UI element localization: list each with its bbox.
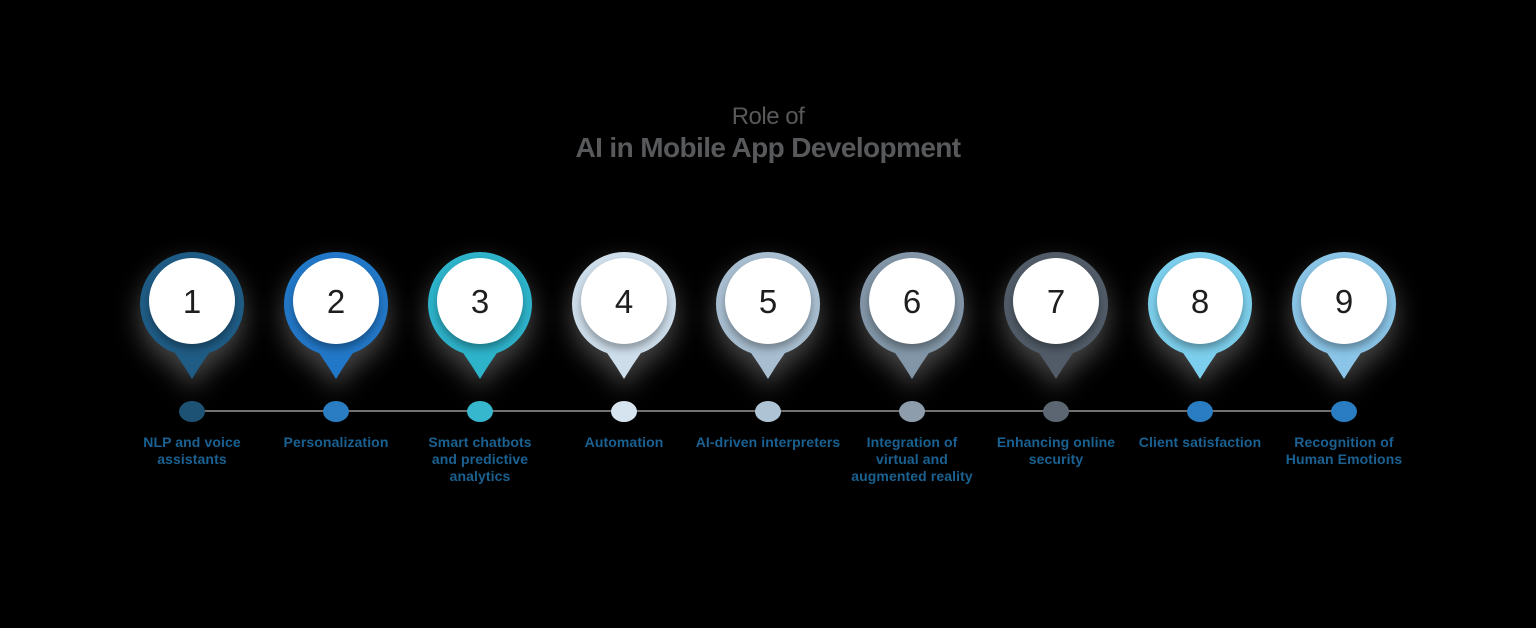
step-label: Automation xyxy=(584,434,664,450)
pin-marker-9: 9 xyxy=(1292,252,1396,384)
timeline-item-7: 7 Enhancing online security xyxy=(984,252,1128,552)
step-label: Smart chatbots and predictive analytics xyxy=(428,434,532,484)
timeline-item-3: 3 Smart chatbots and predictive analytic… xyxy=(408,252,552,552)
timeline-items-row: 1 NLP and voice assistants 2 Personaliza… xyxy=(120,252,1416,552)
pin-number-circle: 9 xyxy=(1301,258,1387,344)
step-number: 1 xyxy=(182,282,202,320)
title-subtitle: Role of xyxy=(731,103,805,130)
pin-number-circle: 5 xyxy=(725,258,811,344)
title-block: Role of AI in Mobile App Development xyxy=(0,104,1536,164)
pin-marker-6: 6 xyxy=(860,252,964,384)
pin-marker-1: 1 xyxy=(140,252,244,384)
timeline-item-8: 8 Client satisfaction xyxy=(1128,252,1272,552)
timeline-dot xyxy=(755,401,781,422)
page-title: AI in Mobile App Development xyxy=(575,132,961,163)
timeline-dot xyxy=(899,401,925,422)
step-label: Recognition of Human Emotions xyxy=(1285,434,1403,467)
pin-number-circle: 6 xyxy=(869,258,955,344)
pin-number-circle: 7 xyxy=(1013,258,1099,344)
pin-number-circle: 2 xyxy=(293,258,379,344)
step-number: 9 xyxy=(1334,282,1354,320)
step-number: 3 xyxy=(470,282,490,320)
timeline-dot xyxy=(467,401,493,422)
step-number: 8 xyxy=(1190,282,1210,320)
pin-number-circle: 1 xyxy=(149,258,235,344)
pin-number-circle: 4 xyxy=(581,258,667,344)
timeline-dot xyxy=(323,401,349,422)
timeline-dot xyxy=(611,401,637,422)
step-label: AI-driven interpreters xyxy=(695,434,841,450)
step-label: Integration of virtual and augmented rea… xyxy=(851,434,973,484)
step-label: Enhancing online security xyxy=(996,434,1116,467)
timeline-item-4: 4 Automation xyxy=(552,252,696,552)
pin-marker-5: 5 xyxy=(716,252,820,384)
timeline-item-1: 1 NLP and voice assistants xyxy=(120,252,264,552)
step-number: 2 xyxy=(326,282,346,320)
timeline-item-2: 2 Personalization xyxy=(264,252,408,552)
step-number: 5 xyxy=(758,282,778,320)
step-label: Client satisfaction xyxy=(1138,434,1262,450)
timeline-item-5: 5 AI-driven interpreters xyxy=(696,252,840,552)
pin-marker-2: 2 xyxy=(284,252,388,384)
step-number: 7 xyxy=(1046,282,1066,320)
step-number: 4 xyxy=(614,282,634,320)
step-label: Personalization xyxy=(283,434,389,450)
timeline-item-9: 9 Recognition of Human Emotions xyxy=(1272,252,1416,552)
timeline-dot xyxy=(1331,401,1357,422)
pin-marker-4: 4 xyxy=(572,252,676,384)
pin-number-circle: 3 xyxy=(437,258,523,344)
pin-marker-7: 7 xyxy=(1004,252,1108,384)
pin-marker-3: 3 xyxy=(428,252,532,384)
pin-marker-8: 8 xyxy=(1148,252,1252,384)
pin-number-circle: 8 xyxy=(1157,258,1243,344)
timeline-dot xyxy=(179,401,205,422)
step-number: 6 xyxy=(902,282,922,320)
step-label: NLP and voice assistants xyxy=(143,434,241,467)
timeline-item-6: 6 Integration of virtual and augmented r… xyxy=(840,252,984,552)
timeline-dot xyxy=(1043,401,1069,422)
timeline-dot xyxy=(1187,401,1213,422)
